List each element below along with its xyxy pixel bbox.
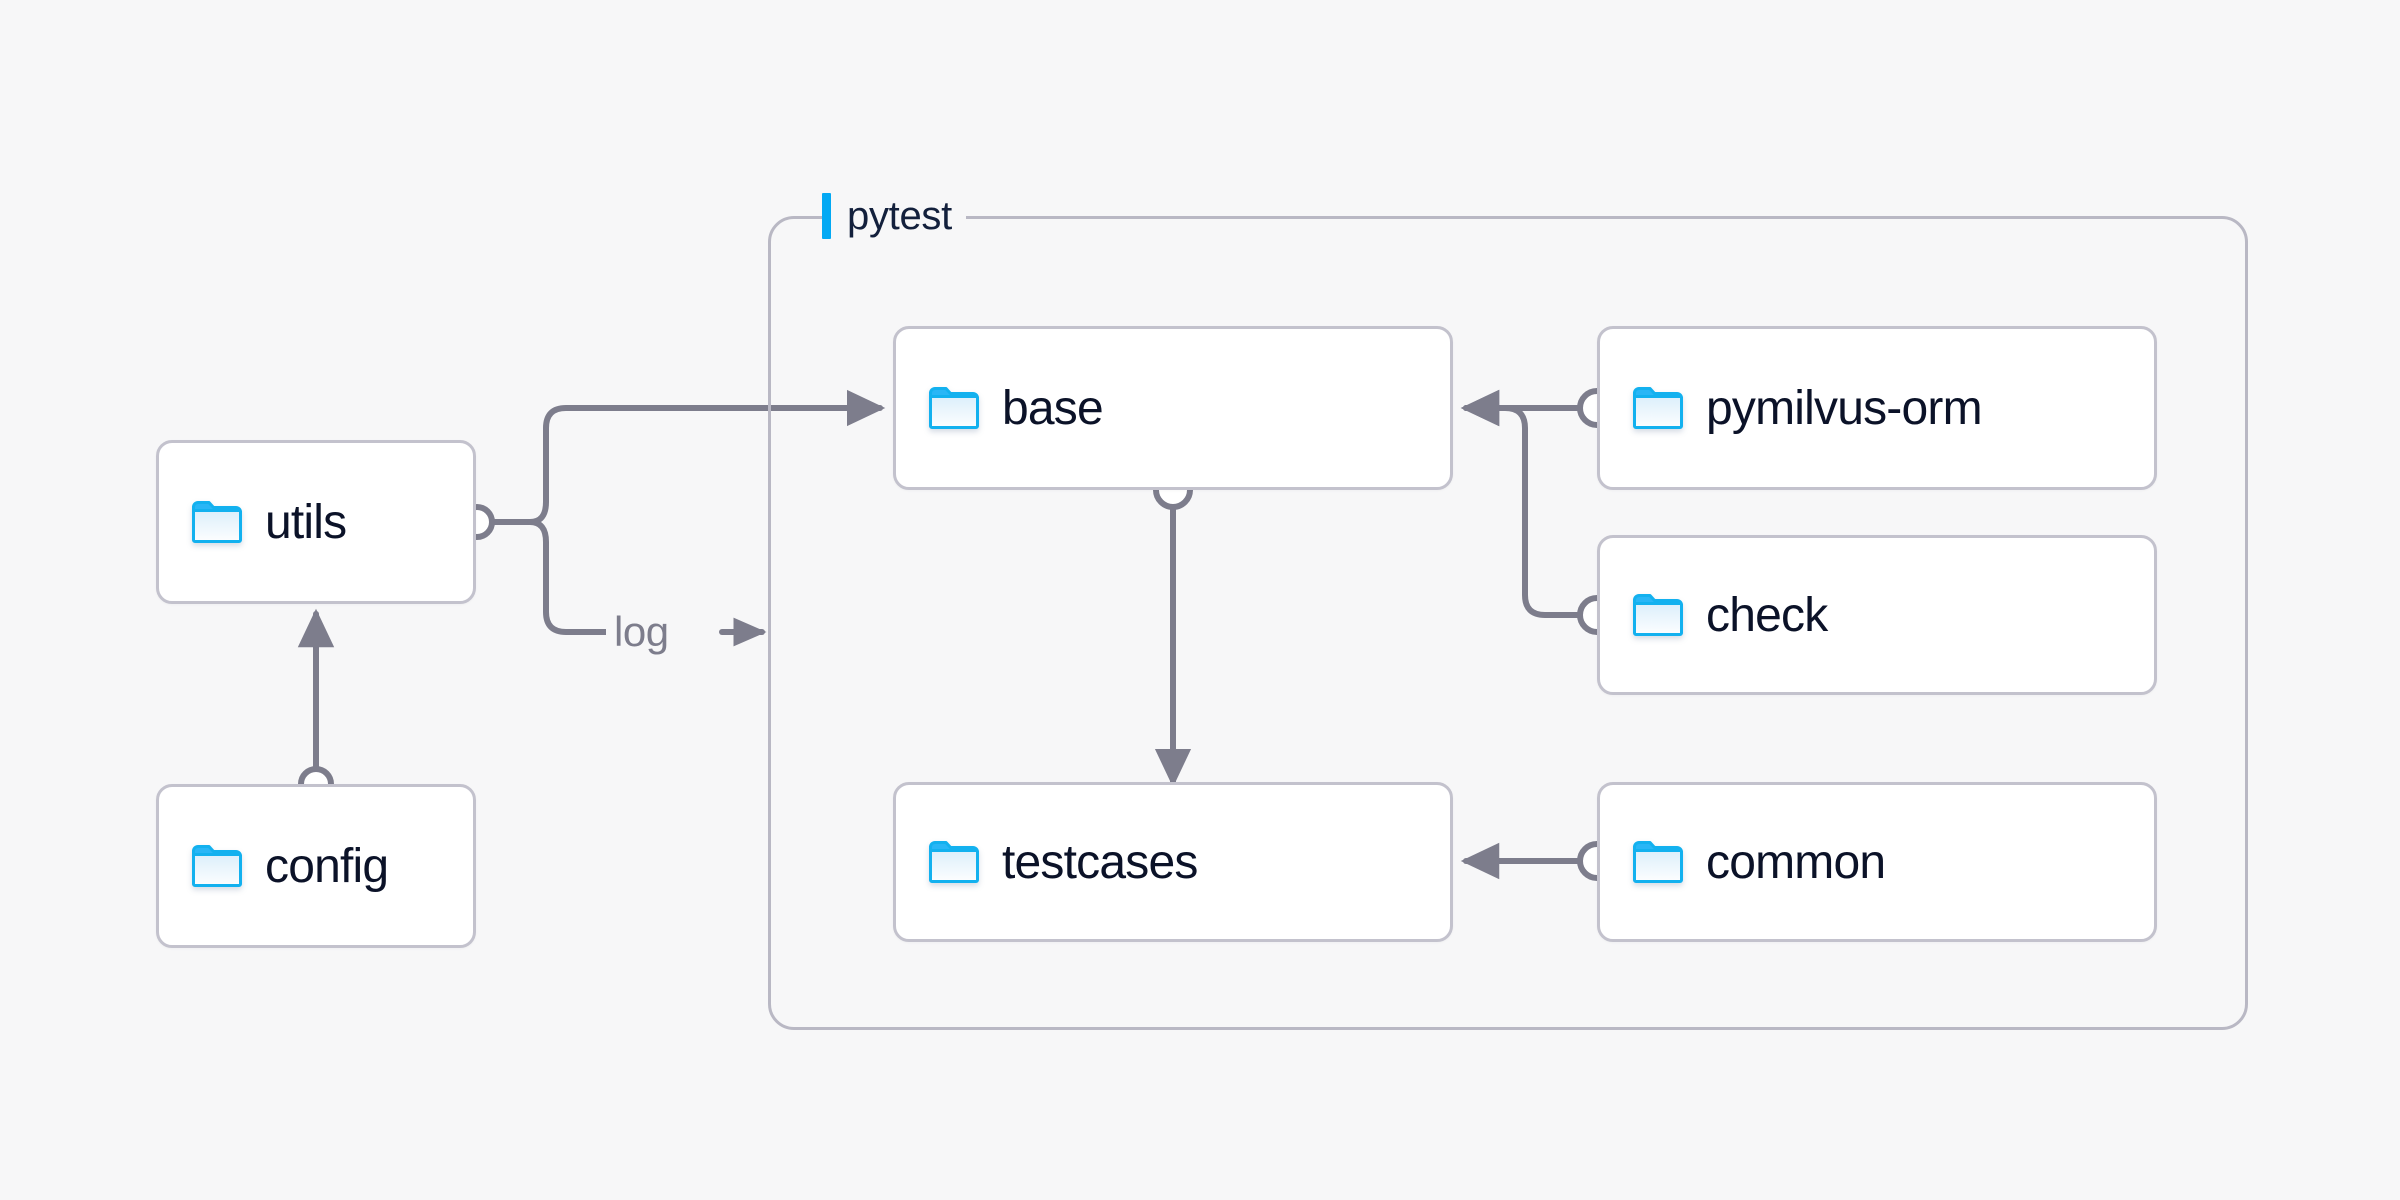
node-common[interactable]: common [1597,782,2157,942]
folder-icon [1632,593,1684,637]
accent-bar-icon [822,193,831,239]
folder-icon [191,844,243,888]
folder-icon [191,500,243,544]
pytest-group [768,216,2248,1030]
node-base-label: base [1002,381,1104,435]
folder-icon [928,840,980,884]
node-check-label: check [1706,588,1828,642]
node-common-label: common [1706,835,1886,889]
node-check-content: check [1600,588,1828,643]
node-base[interactable]: base [893,326,1453,490]
node-common-content: common [1600,835,1886,890]
node-config[interactable]: config [156,784,476,948]
folder-icon [1632,386,1684,430]
node-base-content: base [896,381,1104,436]
node-pymilvus-orm-content: pymilvus-orm [1600,381,1983,436]
node-check[interactable]: check [1597,535,2157,695]
folder-icon [928,386,980,430]
pytest-group-title: pytest [847,194,952,238]
folder-icon [1632,840,1684,884]
node-testcases[interactable]: testcases [893,782,1453,942]
node-pymilvus-orm[interactable]: pymilvus-orm [1597,326,2157,490]
edge-utils-to-log [527,519,613,635]
node-config-content: config [159,839,389,894]
node-pymilvus-orm-label: pymilvus-orm [1706,381,1983,435]
node-testcases-label: testcases [1002,835,1198,889]
node-utils-label: utils [265,495,347,549]
pytest-group-label: pytest [822,193,966,239]
edge-label-log: log [606,608,677,656]
node-utils-content: utils [159,495,347,550]
node-utils[interactable]: utils [156,440,476,604]
node-testcases-content: testcases [896,835,1198,890]
node-config-label: config [265,839,389,893]
